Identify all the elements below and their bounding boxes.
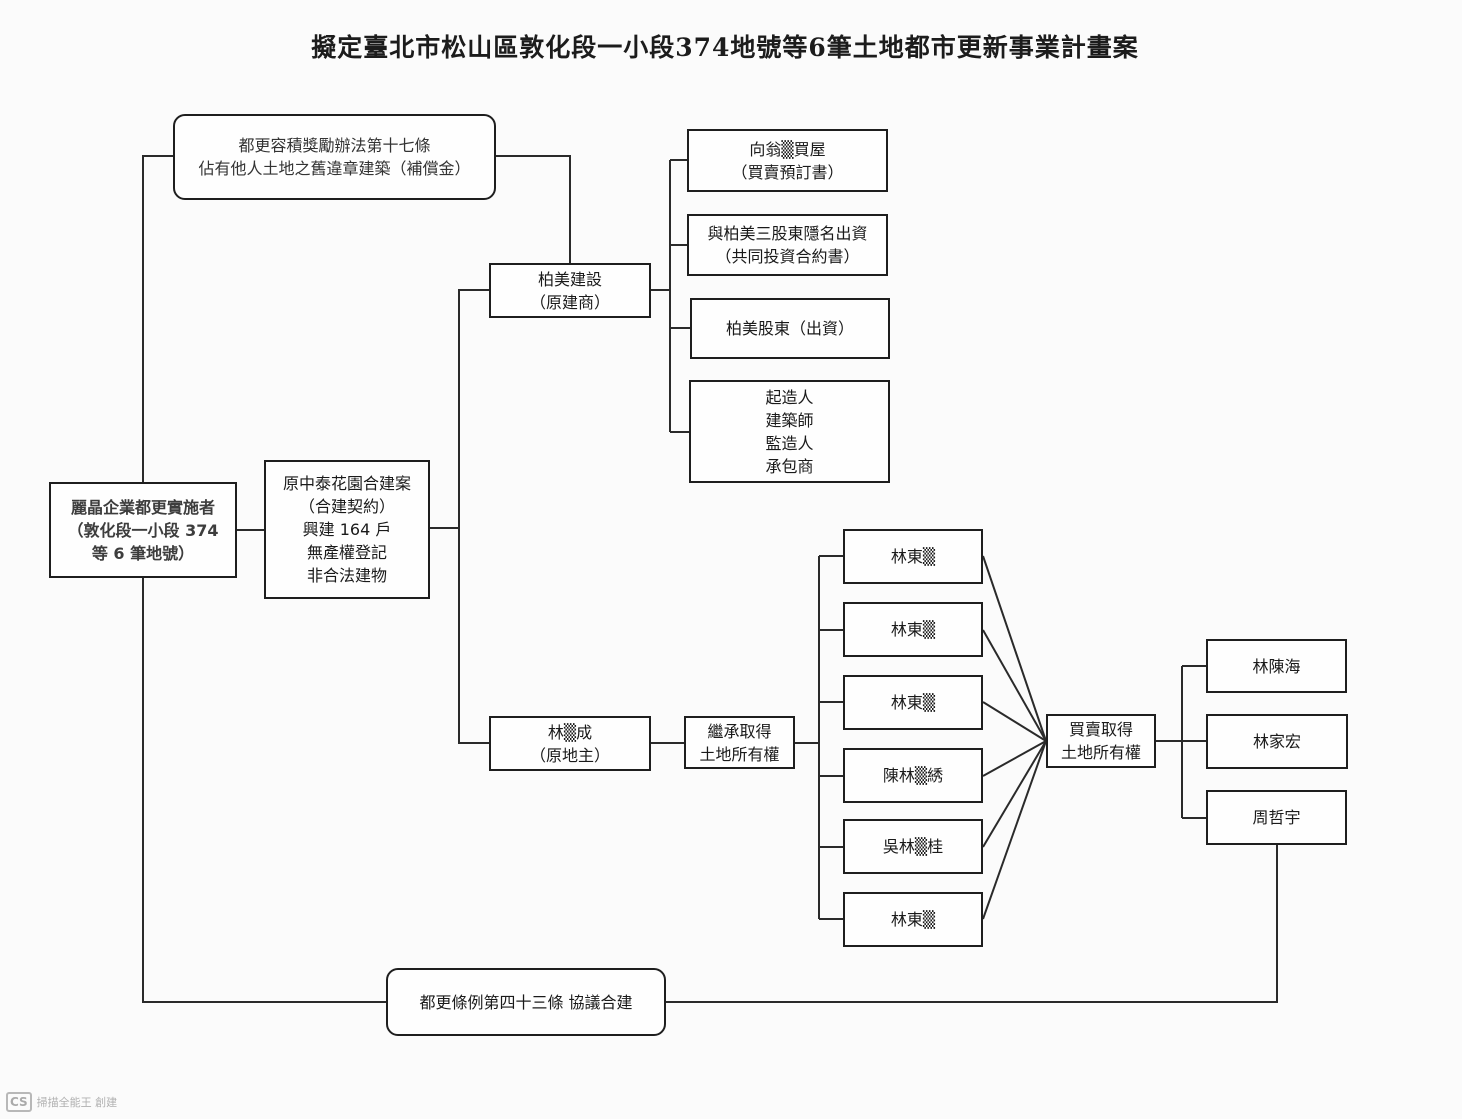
node-text: （買賣預訂書） xyxy=(731,162,844,182)
connector-buyer-article43 xyxy=(666,845,1278,1003)
node-anonymous-investment: 與柏美三股東隱名出資 （共同投資合約書） xyxy=(687,214,888,276)
node-compensation: 都更容積獎勵辦法第十七條 佔有他人土地之舊違章建築（補償金） xyxy=(173,114,496,200)
node-text: 林東▒ xyxy=(890,620,936,639)
node-article43: 都更條例第四十三條 協議合建 xyxy=(386,968,666,1036)
diagram-title: 擬定臺北市松山區敦化段一小段374地號等6筆土地都市更新事業計畫案 xyxy=(311,33,1139,62)
node-developer: 柏美建設 （原建商） xyxy=(489,263,651,318)
node-text: 麗晶企業都更實施者 xyxy=(70,497,215,517)
node-text: 繼承取得 xyxy=(707,721,772,741)
node-text: 都更條例第四十三條 協議合建 xyxy=(419,992,633,1012)
node-original-project: 原中泰花園合建案 （合建契約） 興建 164 戶 無產權登記 非合法建物 xyxy=(264,460,430,599)
node-text: 土地所有權 xyxy=(699,744,780,764)
node-text: （共同投資合約書） xyxy=(715,247,860,266)
node-text: 起造人 xyxy=(765,387,814,407)
node-shareholders: 柏美股東（出資） xyxy=(690,298,890,359)
node-heir: 林東▒ xyxy=(843,529,983,584)
node-text: 等 6 筆地號） xyxy=(91,543,195,563)
node-text: 佔有他人土地之舊違章建築（補償金） xyxy=(198,159,471,178)
connector-implementer-article43 xyxy=(142,578,386,1003)
node-text: 承包商 xyxy=(765,456,814,476)
node-text: 周哲宇 xyxy=(1252,808,1301,827)
node-implementer: 麗晶企業都更實施者 （敦化段一小段 374 等 6 筆地號） xyxy=(49,482,237,578)
node-text: 都更容積獎勵辦法第十七條 xyxy=(238,136,431,155)
node-text: （原地主） xyxy=(529,745,610,765)
node-text: 監造人 xyxy=(765,433,814,453)
connector-implementer-compensation xyxy=(142,155,173,490)
node-text: 無產權登記 xyxy=(306,543,387,562)
node-text: 建築師 xyxy=(765,410,814,430)
node-heir: 林東▒ xyxy=(843,675,983,730)
node-buyer: 林陳海 xyxy=(1206,639,1347,693)
node-text: 林東▒ xyxy=(890,693,936,712)
node-text: 買賣取得 xyxy=(1068,720,1133,739)
node-text: （敦化段一小段 374 xyxy=(67,520,219,540)
node-text: 吳林▒桂 xyxy=(882,837,944,856)
node-heir: 林東▒ xyxy=(843,602,983,657)
node-text: 林家宏 xyxy=(1252,732,1301,751)
connector-compensation-developer xyxy=(496,155,571,263)
node-text: （原建商） xyxy=(529,292,610,312)
node-text: 土地所有權 xyxy=(1060,743,1141,762)
node-text: 林▒成 xyxy=(547,722,593,742)
node-text: 林東▒ xyxy=(890,547,936,566)
node-buyer: 林家宏 xyxy=(1206,714,1348,769)
node-text: 林陳海 xyxy=(1252,656,1301,676)
node-roles: 起造人 建築師 監造人 承包商 xyxy=(689,380,890,483)
node-buyer: 周哲宇 xyxy=(1206,790,1347,845)
camscanner-logo-icon: CS xyxy=(6,1092,32,1112)
node-text: 非合法建物 xyxy=(306,566,387,585)
node-text: 林東▒ xyxy=(890,910,936,929)
node-purchase-house: 向翁▒買屋 （買賣預訂書） xyxy=(687,129,888,192)
node-inheritance: 繼承取得 土地所有權 xyxy=(684,716,795,769)
node-landowner: 林▒成 （原地主） xyxy=(489,716,651,771)
node-text: 柏美股東（出資） xyxy=(725,319,854,338)
node-text: 與柏美三股東隱名出資 xyxy=(707,224,868,243)
node-heir: 吳林▒桂 xyxy=(843,819,983,874)
node-text: 興建 164 戶 xyxy=(302,520,392,539)
connector-heir-sale xyxy=(982,555,1047,742)
connector-branch-vertical xyxy=(458,289,489,744)
watermark-text: 掃描全能王 創建 xyxy=(36,1096,118,1109)
node-sale: 買賣取得 土地所有權 xyxy=(1046,714,1156,768)
node-text: 原中泰花園合建案 xyxy=(282,474,411,493)
node-text: 柏美建設 xyxy=(537,269,602,289)
node-text: （合建契約） xyxy=(298,497,395,516)
node-heir: 林東▒ xyxy=(843,892,983,947)
node-heir: 陳林▒綉 xyxy=(843,748,983,803)
node-text: 陳林▒綉 xyxy=(882,766,944,785)
scanner-watermark: CS 掃描全能王 創建 xyxy=(6,1092,117,1112)
node-text: 向翁▒買屋 xyxy=(749,139,826,159)
